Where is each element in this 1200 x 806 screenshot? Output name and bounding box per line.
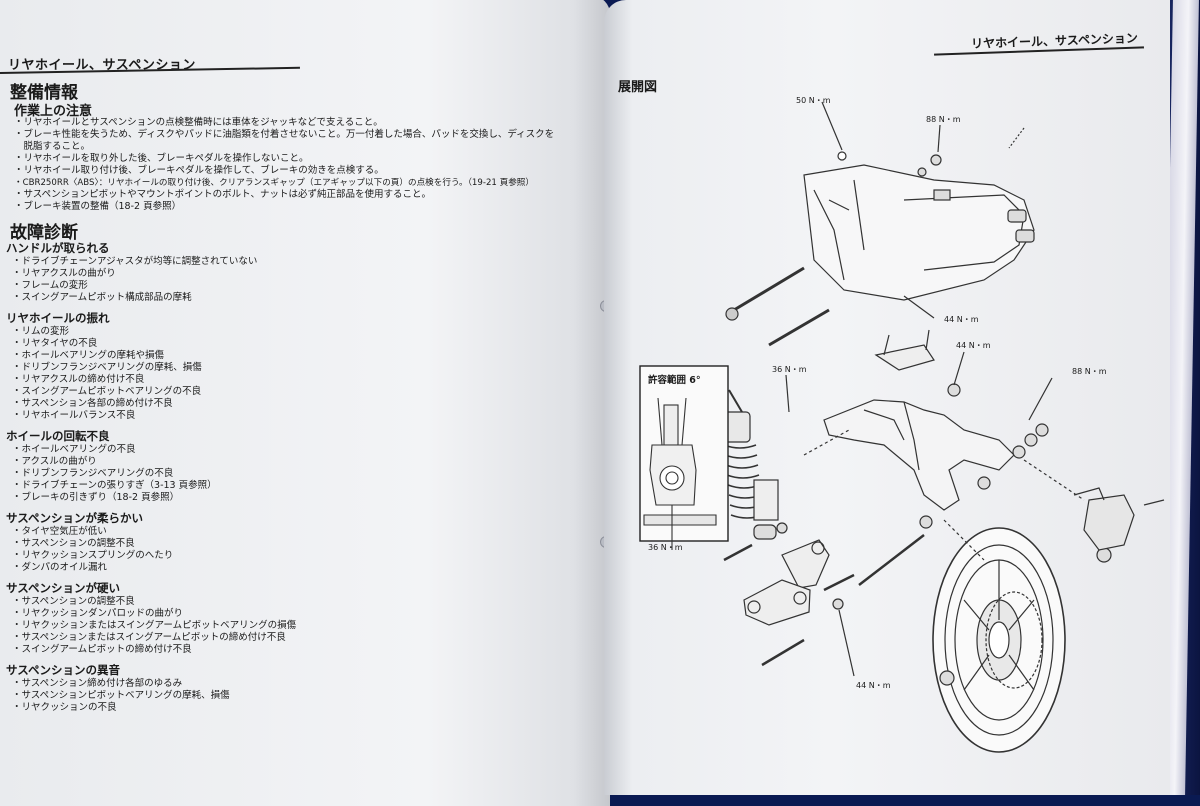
angle-tolerance-inset: [639, 365, 729, 550]
trouble-item: ・ドライブチェーンの張りすぎ（3-13 頁参照）: [12, 480, 217, 491]
trouble-item: ・リヤクッションの不良: [12, 702, 117, 713]
precaution-line: ・リヤホイールを取り外した後、ブレーキペダルを操作しないこと。: [14, 153, 309, 164]
right-page: リヤホイール、サスペンション 展開図: [604, 0, 1170, 795]
trouble-item: ・リヤアクスルの曲がり: [12, 268, 116, 279]
trouble-item: ・スイングアームピボットの締め付け不良: [12, 644, 192, 655]
precaution-line: ・ブレーキ装置の整備（18-2 頁参照）: [14, 201, 182, 212]
trouble-item: ・サスペンションの調整不良: [12, 596, 135, 607]
trouble-title: リヤホイールの振れ: [6, 311, 110, 325]
trouble-title: ホイールの回転不良: [6, 429, 110, 443]
trouble-item: ・サスペンション各部の締め付け不良: [12, 398, 173, 409]
trouble-item: ・サスペンションピボットベアリングの摩耗、損傷: [12, 690, 230, 701]
precaution-line: ・リヤホイール取り付け後、ブレーキペダルを操作して、ブレーキの効きを点検する。: [14, 165, 384, 176]
trouble-title: サスペンションが硬い: [6, 581, 120, 595]
trouble-title: サスペンションの異音: [6, 663, 120, 677]
trouble-item: ・スイングアームピボット構成部品の摩耗: [12, 292, 192, 303]
trouble-item: ・タイヤ空気圧が低い: [12, 526, 107, 537]
trouble-item: ・リヤホイールバランス不良: [12, 410, 136, 421]
torque-label: 88 N・m: [1072, 367, 1107, 376]
trouble-item: ・リヤクッションまたはスイングアームピボットベアリングの損傷: [12, 620, 297, 631]
trouble-item: ・ホイールベアリングの摩耗や損傷: [12, 350, 165, 361]
torque-label: 44 N・m: [956, 341, 991, 350]
exploded-view-diagram: [639, 101, 1165, 753]
troubleshooting-list: ハンドルが取られる ・ドライブチェーンアジャスタが均等に調整されていない ・リヤ…: [6, 240, 566, 714]
trouble-title: サスペンションが柔らかい: [6, 511, 143, 525]
torque-label: 44 N・m: [856, 681, 891, 690]
trouble-item: ・サスペンションの調整不良: [12, 538, 135, 549]
precaution-line: ・CBR250RR〈ABS〉：リヤホイールの取り付け後、クリアランスギャップ（エ…: [14, 178, 534, 188]
troubleshooting-title: 故障診断: [10, 223, 78, 243]
precaution-line: ・ブレーキ性能を失うため、ディスクやパッドに油脂類を付着させないこと。万一付着し…: [14, 129, 555, 140]
trouble-item: ・リヤアクスルの締め付け不良: [12, 374, 145, 385]
trouble-group: リヤホイールの振れ ・リムの変形 ・リヤタイヤの不良 ・ホイールベアリングの摩耗…: [6, 310, 566, 422]
torque-label: 88 N・m: [926, 115, 961, 124]
precaution-line: 脱脂すること。: [14, 141, 91, 152]
trouble-item: ・ホイールベアリングの不良: [12, 444, 136, 455]
trouble-item: ・サスペンション締め付け各部のゆるみ: [12, 678, 183, 689]
trouble-item: ・スイングアームピボットベアリングの不良: [12, 386, 202, 397]
trouble-group: サスペンションが硬い ・サスペンションの調整不良 ・リヤクッションダンパロッドの…: [6, 580, 566, 656]
torque-label: 36 N・m: [772, 365, 807, 374]
trouble-item: ・サスペンションまたはスイングアームピボットの締め付け不良: [12, 632, 286, 643]
trouble-item: ・ドリブンフランジベアリングの不良: [12, 468, 174, 479]
trouble-title: ハンドルが取られる: [6, 241, 110, 255]
torque-label: 44 N・m: [944, 315, 979, 324]
precautions-title: 作業上の注意: [14, 104, 93, 119]
trouble-item: ・リヤクッションダンパロッドの曲がり: [12, 608, 184, 619]
trouble-item: ・ドリブンフランジベアリングの摩耗、損傷: [12, 362, 202, 373]
trouble-group: ハンドルが取られる ・ドライブチェーンアジャスタが均等に調整されていない ・リヤ…: [6, 240, 566, 304]
left-page: リヤホイール、サスペンション 整備情報 作業上の注意 ・リヤホイールとサスペンシ…: [0, 0, 610, 806]
trouble-group: ホイールの回転不良 ・ホイールベアリングの不良 ・アクスルの曲がり ・ドリブンフ…: [6, 428, 566, 504]
trouble-item: ・ドライブチェーンアジャスタが均等に調整されていない: [12, 256, 258, 267]
diagram-title: 展開図: [618, 80, 658, 95]
precaution-line: ・サスペンションピボットやマウントポイントのボルト、ナットは必ず純正部品を使用す…: [14, 189, 431, 200]
trouble-group: サスペンションが柔らかい ・タイヤ空気圧が低い ・サスペンションの調整不良 ・リ…: [6, 510, 566, 574]
inset-title: 許容範囲 6°: [648, 375, 701, 386]
trouble-item: ・リヤタイヤの不良: [12, 338, 98, 349]
trouble-item: ・リムの変形: [12, 326, 70, 337]
trouble-item: ・ダンパのオイル漏れ: [12, 562, 108, 573]
trouble-item: ・ブレーキの引きずり（18-2 頁参照）: [12, 492, 180, 503]
trouble-item: ・アクスルの曲がり: [12, 456, 97, 467]
trouble-item: ・リヤクッションスプリングのへたり: [12, 550, 174, 561]
precaution-line: ・リヤホイールとサスペンションの点検整備時には車体をジャッキなどで支えること。: [14, 117, 383, 128]
service-info-title: 整備情報: [10, 83, 78, 103]
trouble-group: サスペンションの異音 ・サスペンション締め付け各部のゆるみ ・サスペンションピボ…: [6, 662, 566, 714]
trouble-item: ・フレームの変形: [12, 280, 88, 291]
precautions-list: ・リヤホイールとサスペンションの点検整備時には車体をジャッキなどで支えること。 …: [14, 117, 554, 213]
torque-label: 50 N・m: [796, 96, 831, 105]
torque-label: 36 N・m: [648, 543, 683, 552]
